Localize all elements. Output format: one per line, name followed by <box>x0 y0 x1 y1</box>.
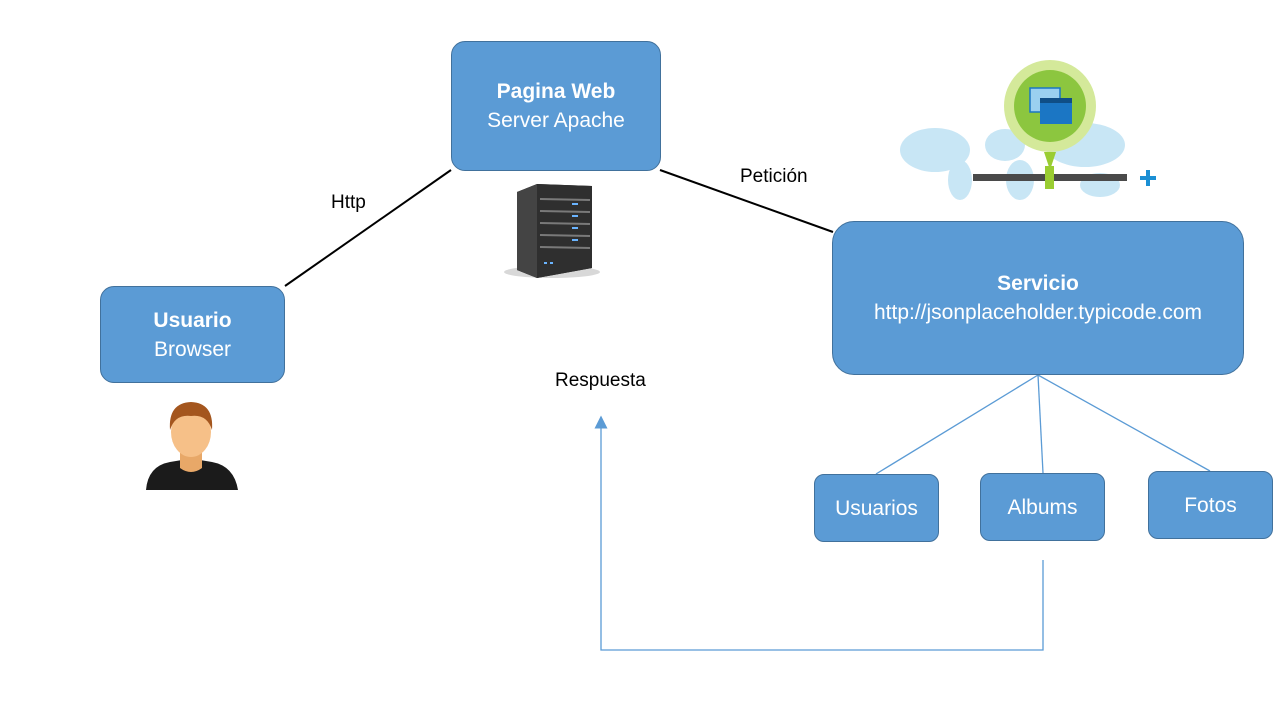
servicio-url: http://jsonplaceholder.typicode.com <box>873 301 1203 324</box>
user-avatar-icon <box>146 402 238 490</box>
pagina-web-title: Pagina Web <box>496 80 616 103</box>
server-icon <box>504 184 600 278</box>
servicio-node: Servicio http://jsonplaceholder.typicode… <box>832 221 1244 375</box>
http-label: Http <box>331 192 366 213</box>
servicio-title: Servicio <box>997 272 1079 295</box>
pagina-web-node: Pagina Web Server Apache <box>451 41 661 171</box>
usuario-node: Usuario Browser <box>100 286 285 383</box>
world-map-service-icon <box>900 60 1156 200</box>
tree-line-usuarios <box>875 374 1039 475</box>
http-connector <box>284 169 452 287</box>
usuarios-node: Usuarios <box>814 474 939 542</box>
fotos-node: Fotos <box>1148 471 1273 539</box>
respuesta-arrow <box>594 415 1044 651</box>
fotos-label: Fotos <box>1184 493 1237 517</box>
tree-line-albums <box>1037 374 1044 474</box>
pagina-web-subtitle: Server Apache <box>487 109 625 132</box>
albums-node: Albums <box>980 473 1105 541</box>
albums-label: Albums <box>1007 495 1078 519</box>
usuario-subtitle: Browser <box>153 337 232 361</box>
tree-line-fotos <box>1037 374 1211 472</box>
usuarios-label: Usuarios <box>835 496 918 520</box>
respuesta-label: Respuesta <box>555 370 646 391</box>
peticion-label: Petición <box>740 166 808 187</box>
usuario-title: Usuario <box>153 308 232 332</box>
peticion-connector <box>659 169 834 233</box>
